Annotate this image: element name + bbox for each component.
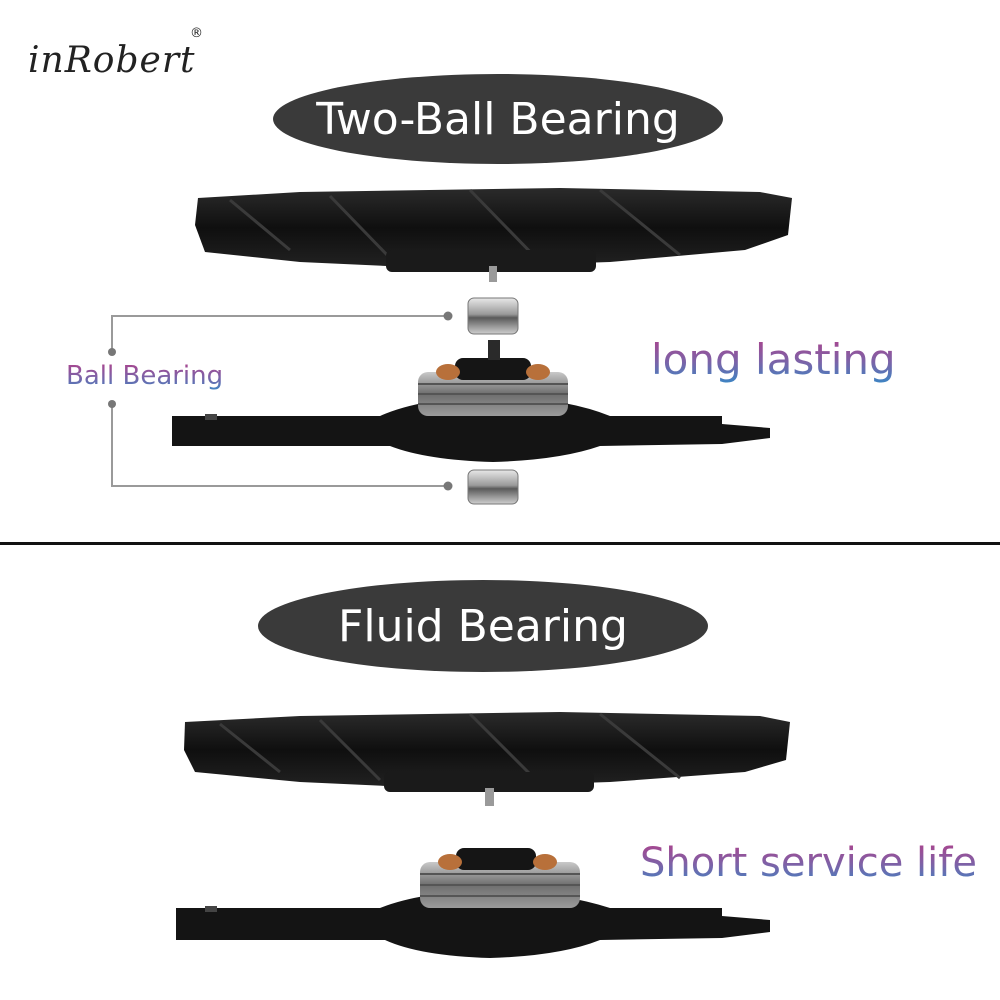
section-title-top-label: Two-Ball Bearing: [316, 93, 680, 145]
motor-frame-bottom: [176, 890, 770, 958]
callout-bracket: [111, 315, 448, 487]
callout-dot-mid-upper: [108, 348, 116, 356]
section-title-bottom: Fluid Bearing: [258, 580, 708, 672]
ball-bearing-upper: [467, 297, 519, 335]
ball-bearing-lower: [467, 469, 519, 505]
section-divider: [0, 542, 1000, 545]
registered-mark: ®: [190, 26, 203, 41]
feature-short-service-life: Short service life: [640, 840, 977, 886]
section-title-bottom-label: Fluid Bearing: [338, 600, 628, 652]
motor-frame-top: [172, 396, 770, 462]
section-title-top: Two-Ball Bearing: [273, 74, 723, 164]
feature-long-lasting: long lasting: [651, 335, 896, 384]
impeller-top: [195, 188, 792, 282]
brand-logo: inRobert: [28, 40, 196, 81]
stator-coil-bottom: [420, 848, 580, 908]
stator-coil-top: [418, 340, 568, 416]
impeller-bottom: [184, 712, 790, 806]
ball-bearing-callout-label: Ball Bearing: [66, 361, 224, 391]
callout-dot-lower: [443, 481, 453, 491]
callout-dot-mid-lower: [108, 400, 116, 408]
callout-dot-upper: [443, 311, 453, 321]
